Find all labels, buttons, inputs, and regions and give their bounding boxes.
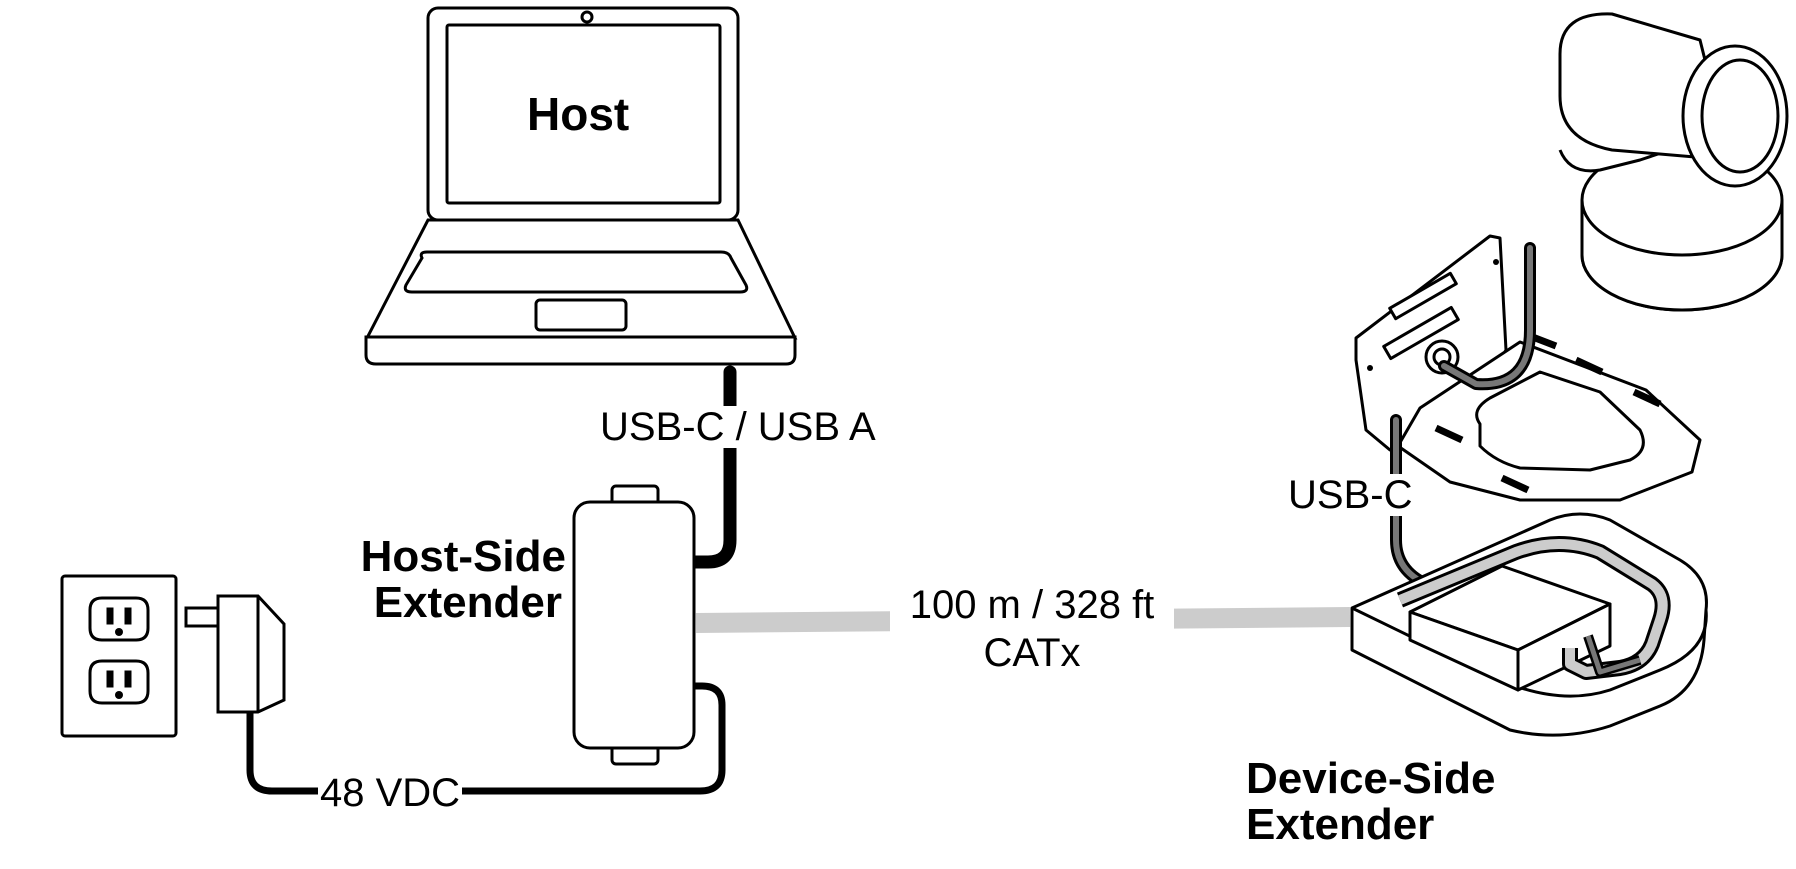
host-extender-line1: Host-Side	[360, 532, 566, 581]
ptz-camera-icon	[1354, 12, 1789, 502]
catx-line2: CATx	[983, 631, 1081, 675]
host-extender-label: Host-Side Extender	[338, 532, 566, 628]
power-adapter-icon	[184, 594, 286, 714]
host-extender-box	[572, 484, 696, 766]
laptop-icon	[364, 6, 798, 366]
host-extender-line2: Extender	[373, 578, 562, 628]
device-extender-label: Device-Side Extender	[1246, 754, 1496, 850]
usb-device-label: USB-C	[1286, 473, 1415, 517]
device-extender-line2: Extender	[1246, 800, 1435, 850]
usb-host-label: USB-C / USB A	[598, 405, 878, 449]
wall-outlet-icon	[60, 574, 178, 738]
catx-label: 100 m / 328 ft CATx	[890, 584, 1174, 674]
device-extender-line1: Device-Side	[1246, 754, 1496, 803]
catx-line1: 100 m / 328 ft	[909, 583, 1155, 627]
power-cable	[246, 682, 726, 795]
host-label: Host	[527, 88, 630, 140]
device-extender-icon	[1350, 512, 1708, 737]
power-label: 48 VDC	[318, 771, 463, 815]
usb-host-cable	[685, 365, 737, 569]
